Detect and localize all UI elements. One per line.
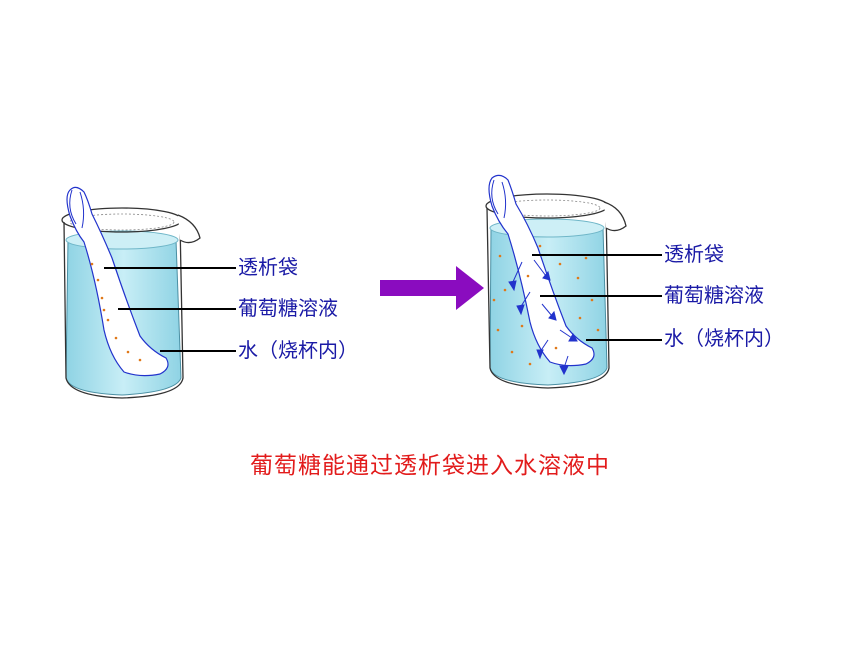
right-label-water: 水（烧杯内） — [664, 326, 784, 350]
caption: 葡萄糖能通过透析袋进入水溶液中 — [250, 453, 610, 479]
right-glucose-dots — [492, 244, 600, 366]
left-beaker-spout — [177, 214, 201, 244]
left-dialysis-bag — [66, 186, 169, 377]
right-label-glucose: 葡萄糖溶液 — [664, 283, 764, 307]
right-beaker-spout — [603, 201, 627, 232]
left-label-membrane: 透析袋 — [238, 255, 298, 279]
right-beaker-wall — [486, 207, 610, 389]
left-beaker-wall — [63, 221, 184, 399]
right-label-membrane: 透析袋 — [664, 242, 724, 266]
right-bag-knot — [491, 179, 507, 219]
left-beaker — [61, 186, 236, 399]
right-beaker — [485, 174, 662, 389]
process-arrow — [380, 266, 484, 310]
left-glucose-dots — [90, 262, 142, 362]
left-label-glucose: 葡萄糖溶液 — [238, 296, 338, 320]
left-label-water: 水（烧杯内） — [238, 338, 358, 362]
right-diffusion-arrows — [508, 259, 578, 376]
left-bag-knot — [69, 189, 85, 229]
